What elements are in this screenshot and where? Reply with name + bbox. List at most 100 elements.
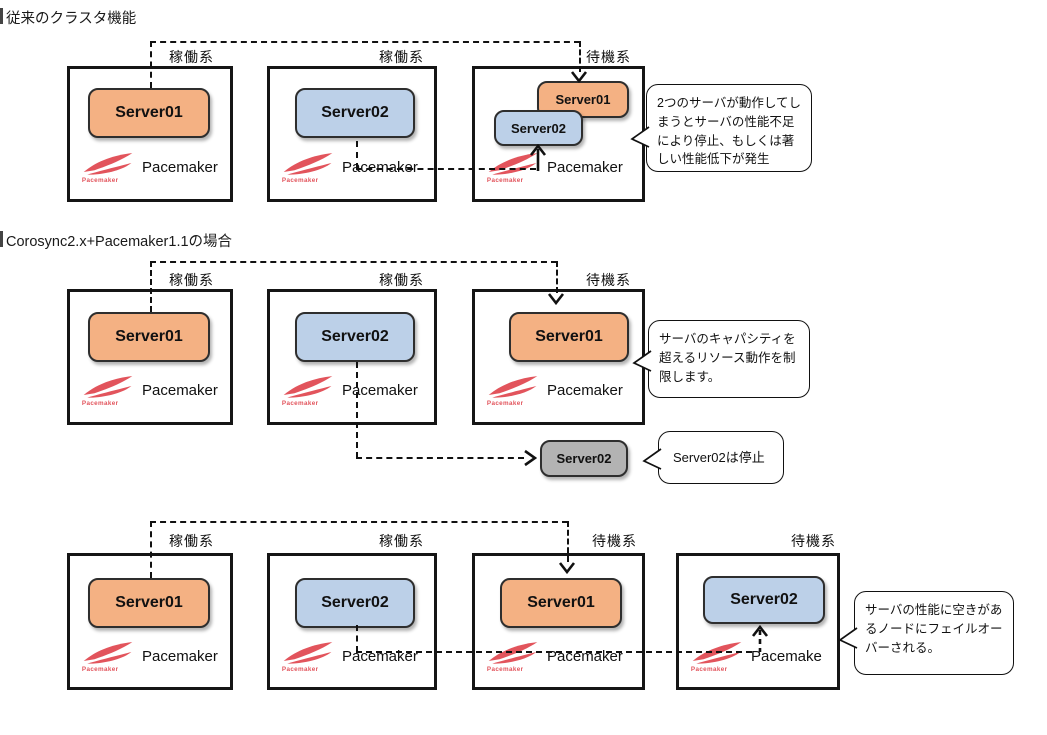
server-box: Server02: [494, 110, 583, 146]
server-box: Server02: [295, 578, 415, 628]
row2-connector-drop-left: [150, 261, 152, 312]
pacemaker-logo-text: Pacemaker: [487, 400, 524, 407]
server-box: Server01: [500, 578, 622, 628]
role-label-active: 稼働系: [169, 272, 214, 288]
server-label: Server02: [321, 328, 389, 345]
server-box: Server02: [703, 576, 825, 624]
pacemaker-brand: Pacemaker Pacemaker: [281, 640, 418, 673]
pacemaker-logo-icon: Pacemaker: [282, 376, 333, 407]
server-label: Server02: [511, 120, 566, 136]
row1-cluster-connector-line: [150, 41, 580, 43]
pacemaker-logo-text: Pacemaker: [282, 177, 319, 184]
row2-stop-drop-line: [356, 362, 358, 458]
arrow-down-icon: [547, 293, 565, 305]
pacemaker-label: Pacemaker: [342, 159, 418, 176]
row1-failover-line: [356, 168, 536, 170]
pacemaker-label: Pacemaker: [547, 382, 623, 399]
section2-title: Corosync2.x+Pacemaker1.1の場合: [6, 234, 233, 250]
server-box: Server02: [295, 88, 415, 138]
pacemaker-logo-text: Pacemaker: [691, 666, 728, 673]
speech-bubble-failover: サーバの性能に空きがあるノードにフェイルオーバーされる。: [838, 591, 1014, 675]
server-box: Server01: [88, 578, 210, 628]
speech-bubble-capacity: サーバのキャパシティを超えるリソース動作を制限します。: [632, 320, 810, 398]
bubble-tail: [838, 627, 858, 649]
speech-bubble-stopped: Server02は停止: [642, 431, 784, 484]
server-box: Server01: [88, 312, 210, 362]
pacemaker-logo-icon: Pacemaker: [82, 376, 133, 407]
arrow-up-icon: [529, 143, 547, 171]
node-box-row1-standby: Server01 Server02 Pacemaker Pacemaker: [472, 66, 645, 202]
role-label-active: 稼働系: [169, 49, 214, 65]
speech-bubble-overload: 2つのサーバが動作してしまうとサーバの性能不足により停止、もしくは著しい性能低下…: [630, 84, 812, 172]
stopped-server-box: Server02: [540, 440, 628, 477]
server-label: Server01: [115, 104, 183, 121]
bubble-tail: [630, 126, 650, 148]
bubble-text: Server02は停止: [673, 449, 765, 465]
server-label: Server01: [527, 594, 595, 611]
arrow-up-icon: [751, 624, 769, 652]
server-label: Server02: [730, 591, 798, 608]
pacemaker-logo-icon: Pacemaker: [487, 642, 538, 673]
server-label: Server01: [555, 92, 611, 107]
pacemaker-logo-text: Pacemaker: [82, 666, 119, 673]
pacemaker-logo-text: Pacemaker: [82, 177, 119, 184]
edge-tick: [0, 231, 3, 247]
bubble-tail: [642, 448, 662, 470]
pacemaker-label: Pacemaker: [547, 159, 623, 176]
row2-stop-line: [356, 457, 524, 459]
pacemaker-logo-text: Pacemaker: [487, 666, 524, 673]
server-box: Server01: [88, 88, 210, 138]
server-label: Server01: [115, 328, 183, 345]
server-label: Server02: [556, 451, 612, 466]
row2-cluster-connector-line: [150, 261, 557, 263]
pacemaker-brand: Pacemaker Pacemaker: [281, 151, 418, 184]
server-label: Server02: [321, 104, 389, 121]
pacemaker-brand: Pacemaker Pacemaker: [486, 374, 623, 407]
server-label: Server01: [535, 328, 603, 345]
arrow-down-icon: [558, 562, 576, 574]
row3-connector-drop-left: [150, 521, 152, 578]
row1-connector-drop-left: [150, 41, 152, 88]
bubble-text: サーバのキャパシティを超えるリソース動作を制限します。: [659, 332, 796, 384]
pacemaker-logo-text: Pacemaker: [282, 666, 319, 673]
pacemaker-label: Pacemaker: [142, 648, 218, 665]
node-box-row2-active1: Server01 Pacemaker Pacemaker: [67, 289, 233, 425]
node-box-row3-standby2: Server02 Pacemaker Pacemake: [676, 553, 840, 690]
role-label-standby: 待機系: [791, 533, 836, 549]
row1-failover-drop-line: [356, 141, 358, 169]
edge-tick: [0, 8, 3, 24]
pacemaker-logo-icon: Pacemaker: [691, 642, 742, 673]
role-label-active: 稼働系: [379, 533, 424, 549]
pacemaker-brand: Pacemaker Pacemaker: [81, 640, 218, 673]
node-box-row2-active2: Server02 Pacemaker Pacemaker: [267, 289, 437, 425]
role-label-active: 稼働系: [379, 272, 424, 288]
row2-connector-drop-right: [556, 261, 558, 293]
pacemaker-logo-text: Pacemaker: [282, 400, 319, 407]
pacemaker-logo-icon: Pacemaker: [282, 642, 333, 673]
pacemaker-logo-icon: Pacemaker: [82, 642, 133, 673]
role-label-active: 稼働系: [169, 533, 214, 549]
role-label-standby: 待機系: [592, 533, 637, 549]
server-box: Server01: [509, 312, 629, 362]
pacemaker-label: Pacemaker: [142, 159, 218, 176]
pacemaker-logo-icon: Pacemaker: [282, 153, 333, 184]
server-label: Server02: [321, 594, 389, 611]
node-box-row2-standby: Server01 Pacemaker Pacemaker: [472, 289, 645, 425]
bubble-tail: [632, 350, 652, 372]
row3-cluster-connector-line: [150, 521, 568, 523]
arrow-down-icon: [570, 71, 588, 83]
pacemaker-logo-icon: Pacemaker: [82, 153, 133, 184]
role-label-active: 稼働系: [379, 49, 424, 65]
arrow-right-icon: [524, 449, 537, 467]
node-box-row1-active2: Server02 Pacemaker Pacemaker: [267, 66, 437, 202]
pacemaker-label: Pacemaker: [342, 382, 418, 399]
pacemaker-logo-text: Pacemaker: [487, 177, 524, 184]
server-label: Server01: [115, 594, 183, 611]
pacemaker-label: Pacemake: [751, 648, 822, 665]
pacemaker-brand: Pacemaker Pacemaker: [81, 151, 218, 184]
row1-connector-drop-right: [579, 41, 581, 72]
bubble-text: 2つのサーバが動作してしまうとサーバの性能不足により停止、もしくは著しい性能低下…: [657, 96, 801, 167]
pacemaker-brand: Pacemaker Pacemaker: [281, 374, 418, 407]
node-box-row1-active1: Server01 Pacemaker Pacemaker: [67, 66, 233, 202]
